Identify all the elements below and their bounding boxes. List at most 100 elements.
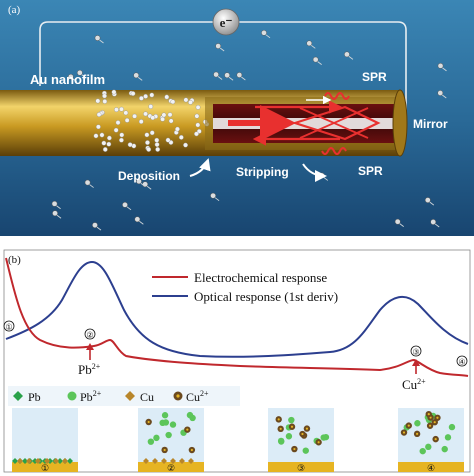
stage-solution [12,408,78,462]
pb-key-label: Pb [28,390,41,404]
cu2-ion-dot [277,418,280,421]
marker-circle-2 [84,328,96,340]
cu-peak-arrowhead [412,359,420,366]
cu-deposit [35,458,41,464]
stage-box-2: ② [138,408,204,473]
cu-deposit [179,458,185,464]
stage-electrode [138,462,204,472]
stripping-label: Stripping [236,165,289,179]
marker-circle-3 [410,345,422,357]
gold-nanoparticles [93,89,210,152]
cu-deposit [53,458,59,464]
nanoparticle [178,134,184,140]
nanoparticle [138,119,144,124]
stage-label-2: ② [167,463,175,473]
pb2-ion [147,438,155,445]
au-nanofilm-label: Au nanofilm [30,72,105,87]
ion-particle [52,210,62,219]
ion-particle [76,69,87,79]
nanoparticle [165,137,171,143]
pb2-key-label: Pb2+ [80,389,102,404]
legend-electrochemical: Electrochemical response [194,270,327,285]
species-key [8,386,240,406]
pb2-ion [186,411,194,419]
nanoparticle [195,122,201,128]
cu2-ion-dot [436,416,439,419]
ion-particle [306,40,316,49]
electron-icon [212,8,240,36]
optical-response-curve [5,260,469,358]
pb2-ion [425,443,432,451]
ion-particle [92,222,102,231]
nanoparticle [102,147,108,152]
ion-particle [84,179,94,188]
ion-particle [424,197,435,206]
panel-b-frame [3,249,471,473]
cu-deposit [152,458,158,464]
nanoparticle [114,107,119,113]
nanoparticle [183,97,189,103]
ion-particle [134,216,144,225]
nanoparticle [154,142,160,147]
ion-particle [394,218,404,228]
nanoparticle [132,113,137,119]
nanoparticle [106,135,112,141]
ion-particle [224,72,234,81]
marker-label-1: ① [5,323,12,332]
nanoparticle [115,120,121,126]
nanoparticle [148,104,154,109]
pb2-ion [419,447,426,455]
marker-label-2: ② [86,331,93,340]
cu2-ion-dot [427,413,430,416]
nanoparticle [167,112,173,118]
ion-particle [122,201,132,211]
cu2-ion-dot [163,448,166,452]
ion-particle [51,200,61,210]
cu2-ion-dot [279,427,282,430]
ion-particle [210,192,220,202]
mirror-label: Mirror [413,117,448,131]
nanoparticle [123,110,129,116]
cu2-ion-dot [428,424,432,427]
pb2-ion [414,420,421,427]
ion-particle [236,72,246,81]
nanoparticle [168,118,174,124]
cu2-ion-dot [190,448,193,452]
ion-particle [312,56,322,65]
stripping-arrow [302,163,327,182]
pb2-ion [159,419,166,427]
cu2-ion-dot [433,421,436,424]
pb2-peak-label: Pb2+ [78,362,101,377]
cu2-ion-dot [305,427,309,430]
cu2-key-icon-dot [176,394,180,398]
stage-electrode [12,462,78,472]
nanoparticle [146,147,152,152]
pb2-ion [448,423,456,431]
cu2-ion-dot [186,428,189,431]
cu2-ion-dot [402,431,406,434]
cu2-peak-label: Cu2+ [402,377,426,392]
cu-key-label: Cu [140,390,154,404]
nanoparticle [194,131,199,137]
pb-peak-arrowhead [86,343,94,350]
pb2-ion [165,431,172,439]
nanoparticle [195,104,201,110]
pb2-ion [153,434,160,442]
electron-label: e⁻ [220,15,233,30]
stage-electrode [398,462,464,472]
cu-deposit [143,458,149,464]
nanoparticle [99,132,105,138]
nanoparticle [160,116,165,122]
marker-label-4: ④ [458,358,465,367]
ion-particle [261,29,271,39]
panel-b-tag: (b) [8,254,21,266]
cu-deposit [62,458,68,464]
stage-box-3: ③ [268,408,334,473]
nanoparticle [101,140,107,146]
nanoparticle [155,147,161,152]
pb2-ion [161,412,169,419]
pb2-key-icon [67,391,77,401]
cu-deposit [26,458,32,464]
marker-label-3: ③ [412,348,419,357]
